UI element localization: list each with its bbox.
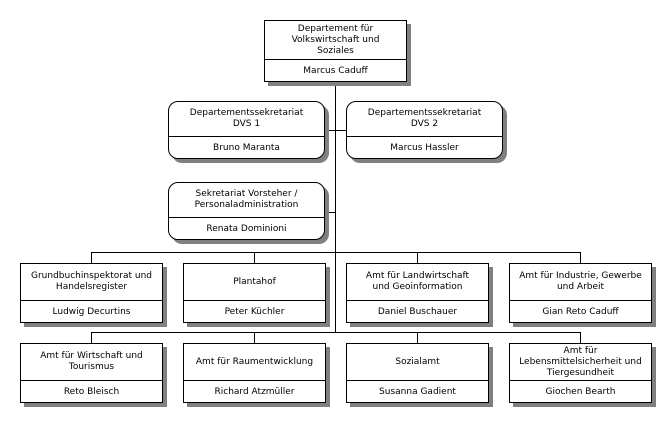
org-unit-title: Grundbuchinspektorat und Handelsregister <box>21 264 162 301</box>
org-unit-dvs1[interactable]: Departementssekretariat DVS 1 Bruno Mara… <box>168 101 325 159</box>
org-unit-landwirtschaft[interactable]: Amt für Landwirtschaft und Geoinformatio… <box>346 263 489 323</box>
org-unit-head: Bruno Maranta <box>213 142 280 153</box>
org-unit-title: Plantahof <box>184 264 325 301</box>
row1-drop-3 <box>417 252 418 263</box>
org-unit-grundbuch[interactable]: Grundbuchinspektorat und Handelsregister… <box>20 263 163 323</box>
org-unit-head: Gian Reto Caduff <box>542 306 619 317</box>
org-unit-head: Giochen Bearth <box>545 386 616 397</box>
org-unit-head: Susanna Gadient <box>379 386 456 397</box>
org-unit-sekretariat[interactable]: Sekretariat Vorsteher / Personaladminist… <box>168 182 325 240</box>
row2-drop-3 <box>417 332 418 343</box>
row1-drop-2 <box>254 252 255 263</box>
row2-drop-2 <box>254 332 255 343</box>
org-unit-title: Amt für Lebensmittelsicherheit und Tierg… <box>510 344 651 381</box>
org-unit-departement[interactable]: Departement für Volkswirtschaft und Sozi… <box>264 20 407 82</box>
org-unit-title: Amt für Landwirtschaft und Geoinformatio… <box>347 264 488 301</box>
org-unit-title: Sozialamt <box>347 344 488 381</box>
trunk-line <box>335 81 336 332</box>
row1-drop-4 <box>580 252 581 263</box>
staff-connector-line <box>325 130 346 131</box>
org-unit-lebensmittel[interactable]: Amt für Lebensmittelsicherheit und Tierg… <box>509 343 652 403</box>
org-unit-dvs2[interactable]: Departementssekretariat DVS 2 Marcus Has… <box>346 101 503 159</box>
org-unit-wirtschaft[interactable]: Amt für Wirtschaft und Tourismus Reto Bl… <box>20 343 163 403</box>
row2-drop-1 <box>91 332 92 343</box>
staff3-connector-line <box>325 212 335 213</box>
org-unit-plantahof[interactable]: Plantahof Peter Küchler <box>183 263 326 323</box>
org-unit-head: Renata Dominioni <box>206 223 287 234</box>
row1-drop-1 <box>91 252 92 263</box>
org-unit-head: Daniel Buschauer <box>377 306 458 317</box>
org-unit-title: Departementssekretariat DVS 1 <box>169 102 324 137</box>
org-unit-head: Marcus Hassler <box>390 142 459 153</box>
org-unit-title: Amt für Wirtschaft und Tourismus <box>21 344 162 381</box>
org-unit-raumentwicklung[interactable]: Amt für Raumentwicklung Richard Atzmülle… <box>183 343 326 403</box>
row2-bus-line <box>91 332 581 333</box>
org-unit-sozialamt[interactable]: Sozialamt Susanna Gadient <box>346 343 489 403</box>
row2-drop-4 <box>580 332 581 343</box>
row1-bus-line <box>91 252 581 253</box>
org-unit-head: Ludwig Decurtins <box>52 306 131 317</box>
org-unit-title: Departement für Volkswirtschaft und Sozi… <box>265 21 406 60</box>
org-unit-head: Peter Küchler <box>224 306 285 317</box>
org-unit-title: Sekretariat Vorsteher / Personaladminist… <box>169 183 324 218</box>
org-unit-title: Amt für Industrie, Gewerbe und Arbeit <box>510 264 651 301</box>
org-unit-head: Richard Atzmüller <box>214 386 295 397</box>
org-unit-head: Reto Bleisch <box>63 386 120 397</box>
org-unit-industrie[interactable]: Amt für Industrie, Gewerbe und Arbeit Gi… <box>509 263 652 323</box>
org-unit-title: Departementssekretariat DVS 2 <box>347 102 502 137</box>
org-unit-head: Marcus Caduff <box>303 65 368 76</box>
org-unit-title: Amt für Raumentwicklung <box>184 344 325 381</box>
